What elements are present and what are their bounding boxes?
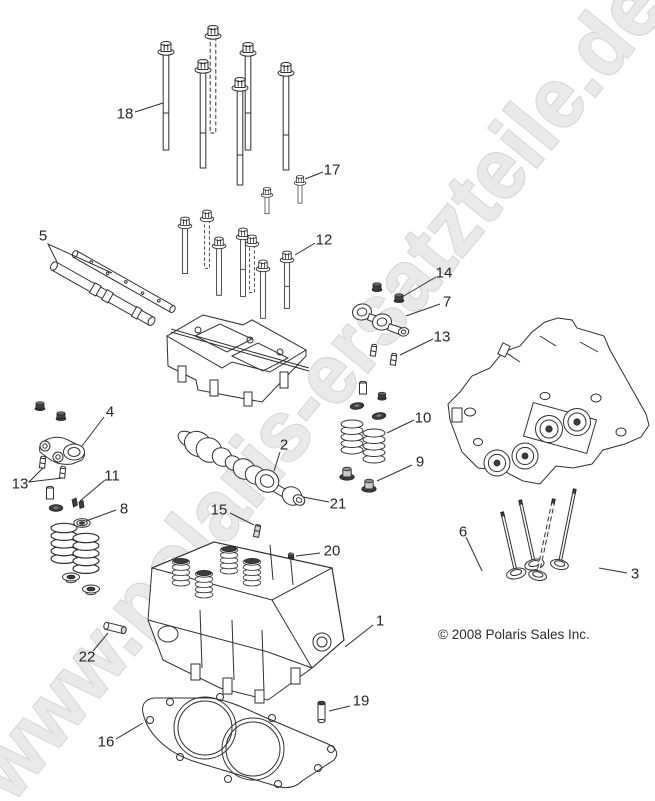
callout-13-left: 13: [11, 475, 29, 493]
part-20-nut: [287, 552, 295, 560]
callout-5: 5: [38, 227, 48, 245]
part-21-cam-end-bolt: [281, 486, 306, 506]
callout-8: 8: [119, 500, 129, 518]
part-13-adjuster-left-2: [58, 465, 67, 479]
callout-12: 12: [315, 231, 333, 249]
callout-9: 9: [415, 453, 425, 471]
part-2-camshaft: [177, 430, 306, 506]
callout-2: 2: [279, 436, 289, 454]
callout-14: 14: [435, 264, 453, 282]
part-7-rocker-arms: [350, 282, 410, 401]
part-11-keeper: [71, 497, 78, 508]
valve-intake-2: [518, 499, 545, 571]
callout-21: 21: [329, 495, 347, 513]
part-16-head-gasket: [142, 693, 338, 789]
callout-11: 11: [104, 467, 120, 485]
callout-17: 17: [323, 161, 341, 179]
part-11-keepers-and-8-retainer: [46, 485, 91, 528]
callout-7: 7: [442, 293, 452, 311]
callout-19: 19: [352, 692, 370, 710]
valve-exhaust-2: [550, 488, 577, 571]
callout-10: 10: [414, 409, 432, 427]
assembled-head-reference-view: [447, 317, 650, 485]
part-22-dowel-pin: [103, 621, 127, 635]
valve-intake-1: [500, 511, 527, 580]
part-19-stud: [317, 700, 326, 724]
part-5-rocker-shafts: [50, 250, 176, 326]
valve-exhaust-1: [528, 498, 556, 581]
part-13-adjuster-right-2: [389, 352, 398, 366]
part-17-short-bolts: [260, 175, 307, 215]
part-15-pin: [252, 524, 262, 538]
callout-16: 16: [97, 733, 115, 751]
callout-6: 6: [458, 523, 468, 541]
callout-3: 3: [630, 565, 640, 583]
callout-1: 1: [375, 612, 385, 630]
part-1-cylinder-head: [147, 541, 345, 704]
part-13-adjuster-left-1: [38, 455, 47, 469]
callout-4: 4: [105, 403, 115, 421]
left-valve-springs-and-seats: [50, 522, 100, 596]
part-9-valve-seals: [339, 466, 377, 493]
cam-carrier-housing: [166, 314, 310, 407]
part-13-adjuster-right-1: [369, 343, 378, 357]
callout-18: 18: [116, 105, 134, 123]
leader-lines: [27, 102, 628, 740]
callout-15: 15: [210, 501, 228, 519]
callout-20: 20: [323, 542, 341, 560]
part-4-rocker-arm-left: [34, 401, 86, 479]
copyright-text: © 2008 Polaris Sales Inc.: [438, 627, 590, 642]
part-18-long-head-bolts: [157, 25, 295, 186]
part-6-and-3-valves: [500, 488, 577, 581]
callout-13-right: 13: [433, 328, 451, 346]
part-14-nut: [393, 293, 405, 304]
part-12-medium-bolts: [177, 209, 295, 319]
callout-22: 22: [78, 648, 96, 666]
